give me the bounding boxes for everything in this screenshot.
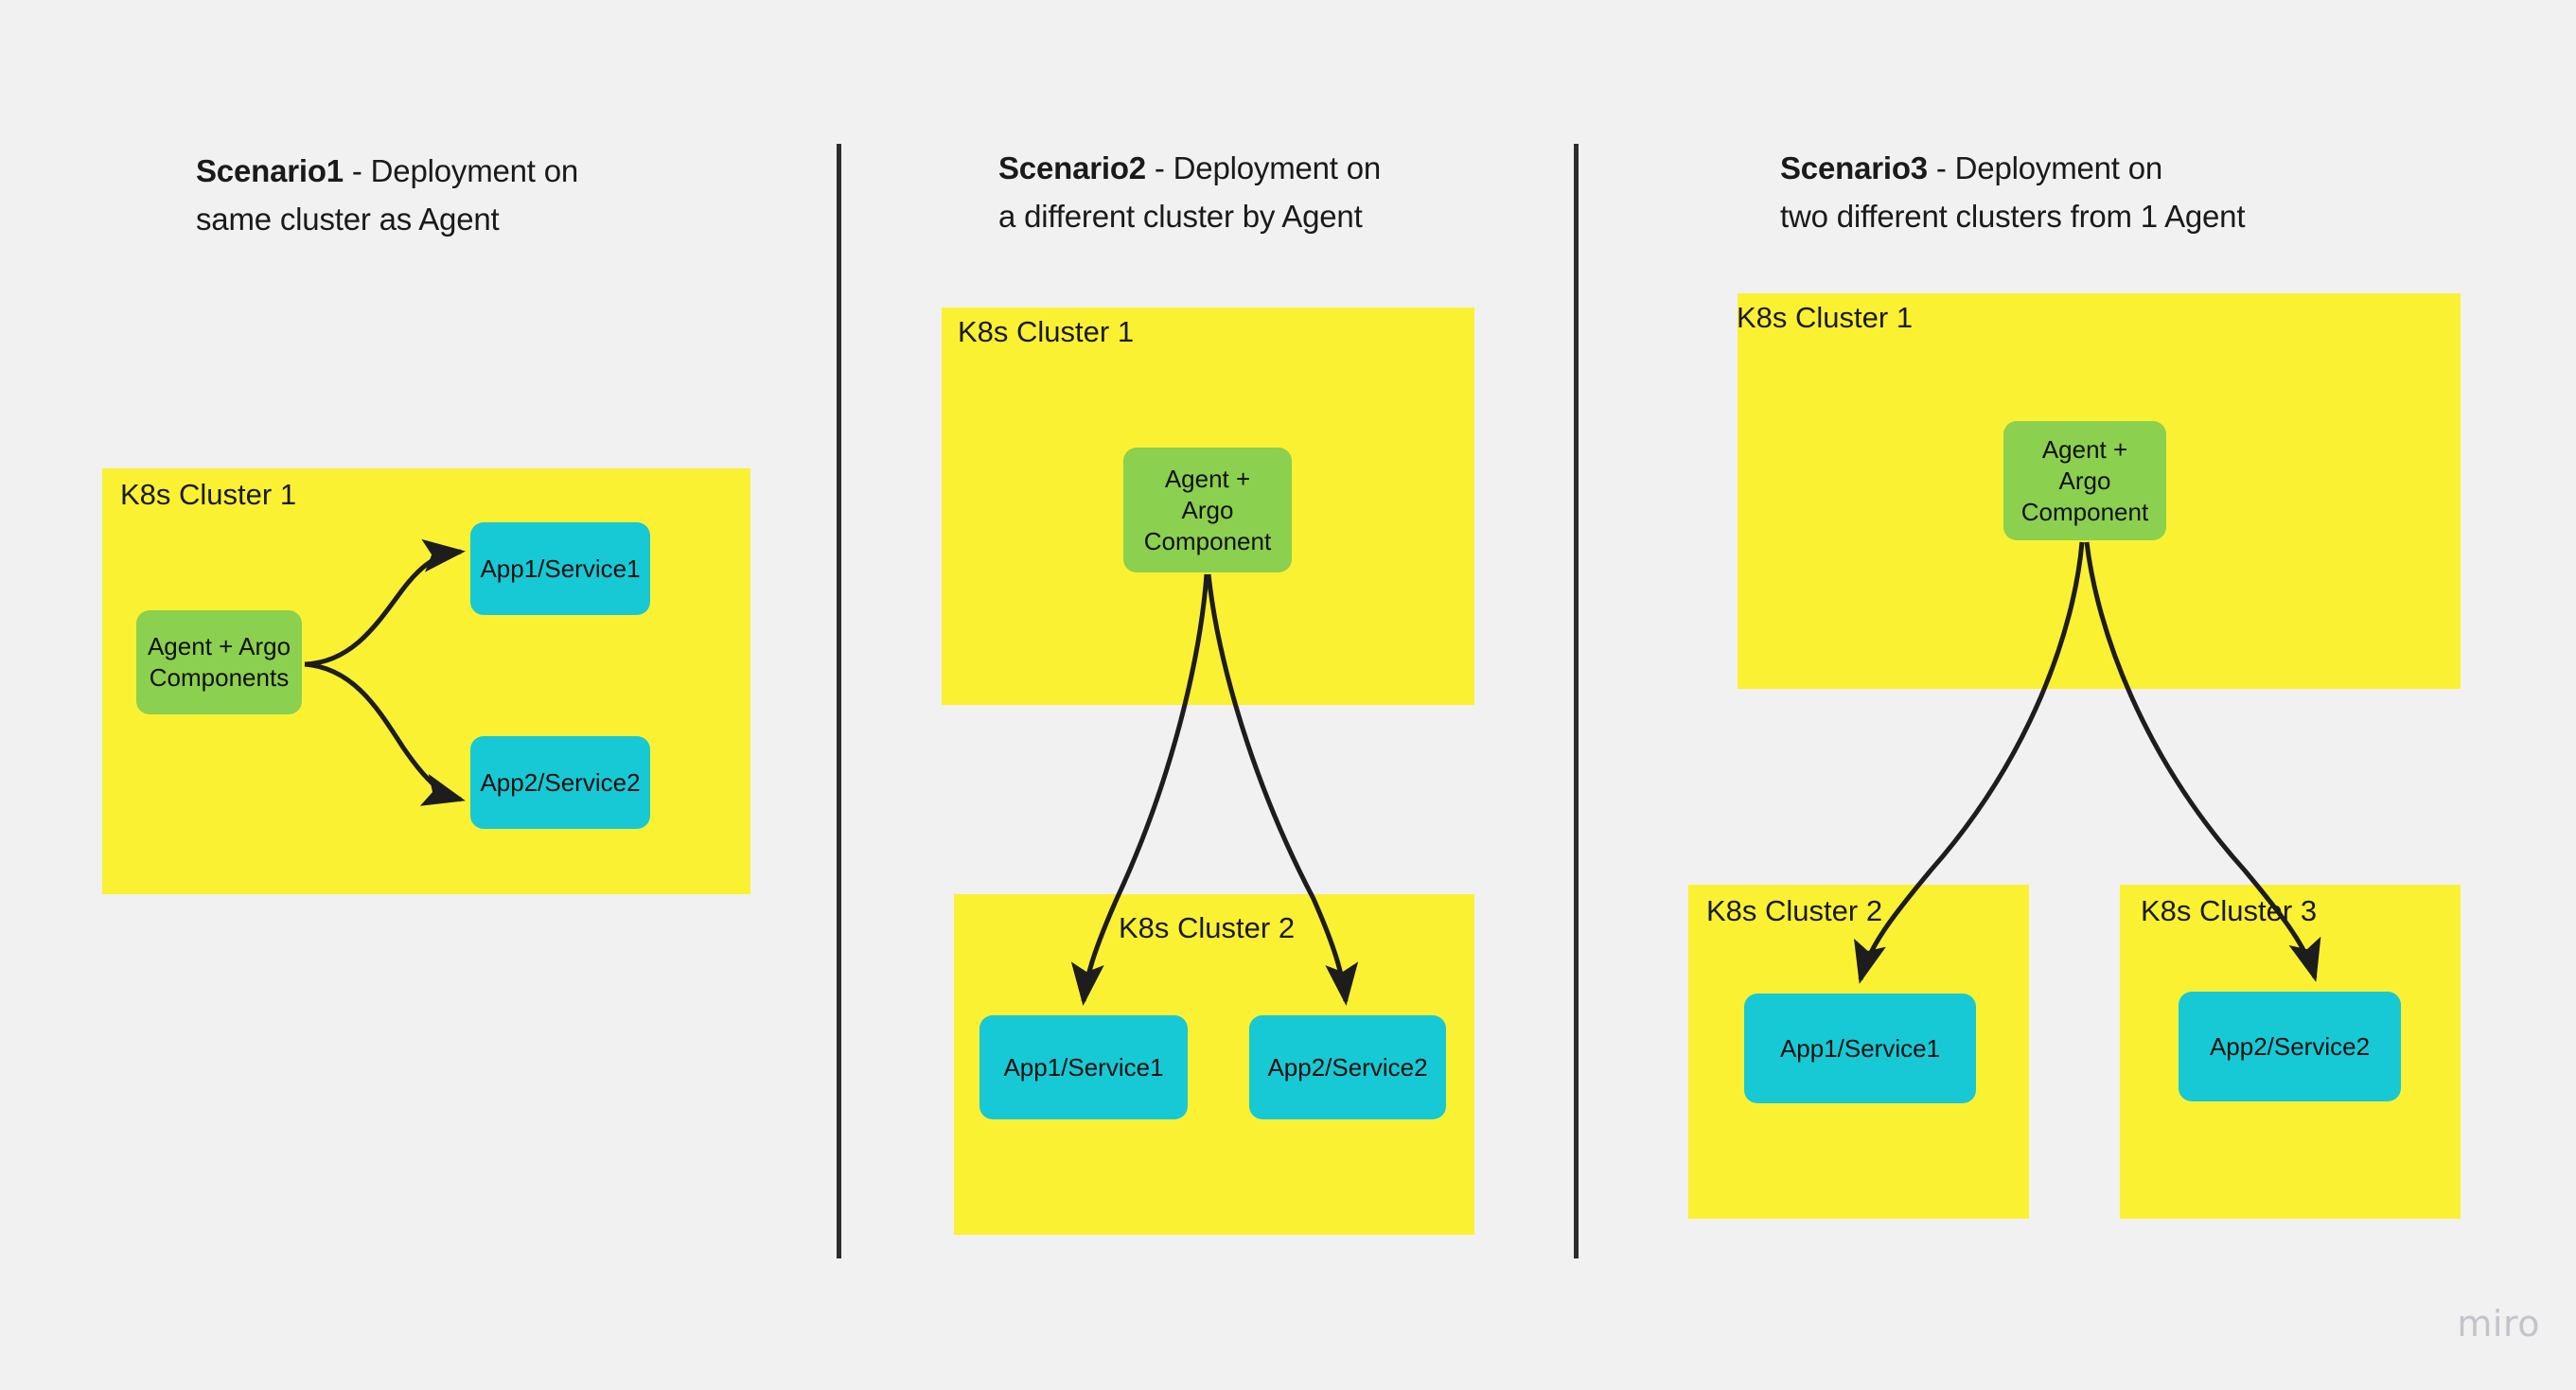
scenario1-agent-node[interactable]: Agent + Argo Components xyxy=(136,610,302,714)
scenario1-app2-node[interactable]: App2/Service2 xyxy=(470,736,650,829)
scenario3-title: Scenario3 - Deployment on two different … xyxy=(1780,144,2386,240)
scenario3-cluster-3-label: K8s Cluster 3 xyxy=(2141,894,2318,927)
scenario2-app2-node-label: App2/Service2 xyxy=(1267,1052,1428,1082)
scenario2-cluster-2-label: K8s Cluster 2 xyxy=(1119,911,1296,944)
scenario1-agent-node-label: Agent + Argo Components xyxy=(147,632,291,692)
miro-watermark: miro xyxy=(2457,1303,2540,1345)
scenario2-app1-node[interactable]: App1/Service1 xyxy=(979,1015,1188,1119)
scenario2-title: Scenario2 - Deployment on a different cl… xyxy=(998,144,1528,240)
scenario3-title-name: Scenario3 xyxy=(1780,150,1928,185)
scenario2-title-name: Scenario2 xyxy=(998,150,1146,185)
scenario1-cluster-1-label: K8s Cluster 1 xyxy=(120,478,297,511)
scenario3-app1-node-label: App1/Service1 xyxy=(1779,1033,1941,1063)
column-divider-1 xyxy=(837,144,841,1258)
scenario1-title-name: Scenario1 xyxy=(196,153,344,188)
scenario2-app1-node-label: App1/Service1 xyxy=(1003,1052,1164,1082)
scenario3-cluster-2-label: K8s Cluster 2 xyxy=(1706,894,1883,927)
scenario1-title: Scenario1 - Deployment on same cluster a… xyxy=(196,147,726,243)
scenario2-agent-node-label: Agent + Argo Component xyxy=(1143,464,1272,555)
scenario3-app1-node[interactable]: App1/Service1 xyxy=(1744,994,1976,1103)
scenario2-cluster-1-label: K8s Cluster 1 xyxy=(958,315,1135,348)
scenario1-app2-node-label: App2/Service2 xyxy=(480,767,641,797)
scenario3-title-rest: - Deployment on two different clusters f… xyxy=(1780,150,2246,234)
scenario3-app2-node[interactable]: App2/Service2 xyxy=(2179,992,2401,1101)
scenario3-app2-node-label: App2/Service2 xyxy=(2209,1031,2371,1061)
scenario3-agent-node[interactable]: Agent + Argo Component xyxy=(2003,421,2166,540)
column-divider-2 xyxy=(1574,144,1579,1258)
scenario2-title-rest: - Deployment on a different cluster by A… xyxy=(998,150,1382,234)
scenario1-app1-node-label: App1/Service1 xyxy=(480,554,641,583)
scenario1-app1-node[interactable]: App1/Service1 xyxy=(470,522,650,615)
scenario3-cluster-1-label: K8s Cluster 1 xyxy=(1737,301,1914,334)
scenario1-title-rest: - Deployment on same cluster as Agent xyxy=(196,153,579,237)
scenario2-app2-node[interactable]: App2/Service2 xyxy=(1249,1015,1446,1119)
scenario3-agent-node-label: Agent + Argo Component xyxy=(2020,434,2149,526)
scenario2-agent-node[interactable]: Agent + Argo Component xyxy=(1123,448,1292,572)
